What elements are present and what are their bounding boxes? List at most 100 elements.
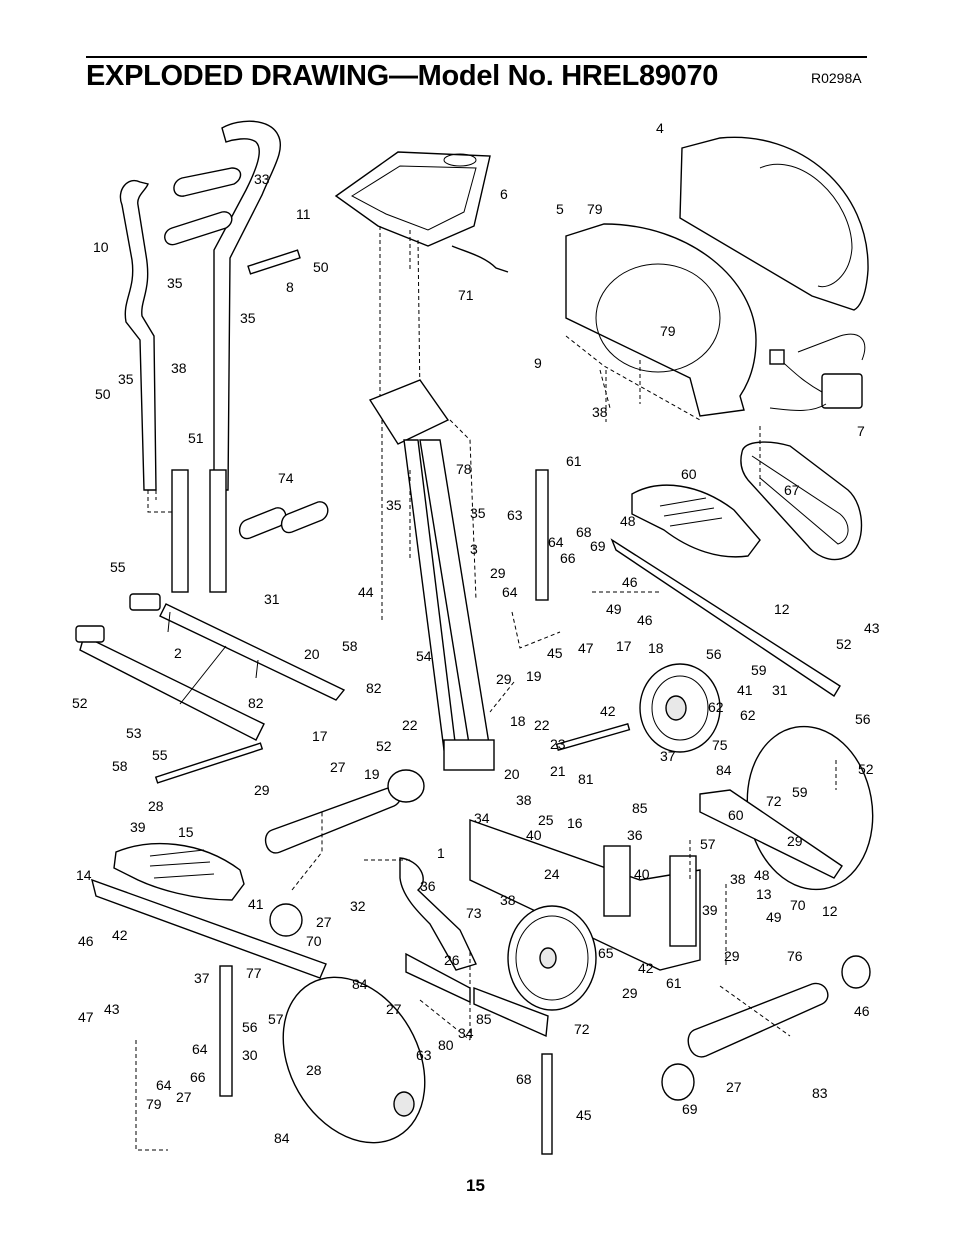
callout-label: 72 <box>574 1021 590 1037</box>
callout-labels: 4 33 6 11 5 79 10 50 8 35 71 9 35 38 79 … <box>72 120 880 1146</box>
callout-label: 10 <box>93 239 109 255</box>
callout-label: 56 <box>706 646 722 662</box>
callout-label: 24 <box>544 866 560 882</box>
cap-27-left <box>269 903 303 937</box>
callout-label: 13 <box>756 886 772 902</box>
right-arm-tube <box>213 120 282 491</box>
callout-label: 27 <box>176 1089 192 1105</box>
callout-label: 46 <box>622 574 638 590</box>
callout-label: 47 <box>78 1009 94 1025</box>
callout-label: 4 <box>656 120 664 136</box>
callout-label: 17 <box>616 638 632 654</box>
callout-label: 52 <box>858 761 874 777</box>
ac-adapter <box>821 373 863 409</box>
crank-pole-lower <box>219 965 233 1097</box>
callout-label: 17 <box>312 728 328 744</box>
foam-grip-b <box>281 501 329 534</box>
callout-label: 29 <box>724 948 740 964</box>
callout-label: 3 <box>470 541 478 557</box>
console <box>334 151 491 247</box>
callout-label: 40 <box>634 866 650 882</box>
roller-30-upper <box>264 786 402 854</box>
callout-label: 50 <box>95 386 111 402</box>
callout-label: 44 <box>358 584 374 600</box>
callout-label: 46 <box>854 1003 870 1019</box>
callout-label: 37 <box>194 970 210 986</box>
frame-plate-b <box>669 855 697 947</box>
callout-label: 69 <box>682 1101 698 1117</box>
roller-30-lower <box>687 982 829 1058</box>
callout-label: 79 <box>660 323 676 339</box>
bar-83 <box>541 1053 553 1155</box>
handle-axle <box>247 249 301 275</box>
callout-label: 49 <box>766 909 782 925</box>
callout-label: 15 <box>178 824 194 840</box>
callout-label: 68 <box>516 1071 532 1087</box>
callout-label: 49 <box>606 601 622 617</box>
callout-label: 79 <box>587 201 603 217</box>
callout-label: 29 <box>490 565 506 581</box>
callout-label: 20 <box>504 766 520 782</box>
callout-label: 46 <box>78 933 94 949</box>
left-pedal-arm <box>91 878 327 979</box>
callout-label: 34 <box>474 810 490 826</box>
callout-label: 55 <box>110 559 126 575</box>
callout-label: 52 <box>72 695 88 711</box>
cap-27-lower <box>661 1063 695 1101</box>
callout-label: 62 <box>740 707 756 723</box>
callout-label: 27 <box>386 1001 402 1017</box>
callout-label: 19 <box>526 668 542 684</box>
callout-label: 31 <box>772 682 788 698</box>
callout-label: 19 <box>364 766 380 782</box>
callout-label: 64 <box>156 1077 172 1093</box>
callout-label: 82 <box>248 695 264 711</box>
callout-label: 27 <box>726 1079 742 1095</box>
callout-label: 55 <box>152 747 168 763</box>
callout-label: 7 <box>857 423 865 439</box>
page-number: 15 <box>466 1176 485 1195</box>
callout-label: 37 <box>660 748 676 764</box>
callout-label: 84 <box>716 762 732 778</box>
callout-label: 33 <box>254 171 270 187</box>
callout-label: 45 <box>547 645 563 661</box>
callout-label: 56 <box>242 1019 258 1035</box>
callout-label: 43 <box>104 1001 120 1017</box>
foam-grip-a <box>239 507 287 540</box>
callout-label: 63 <box>507 507 523 523</box>
callout-label: 45 <box>576 1107 592 1123</box>
callout-label: 69 <box>590 538 606 554</box>
callout-label: 35 <box>470 505 486 521</box>
callout-label: 5 <box>556 201 564 217</box>
callout-label: 23 <box>550 736 566 752</box>
main-frame <box>469 819 701 971</box>
callout-label: 60 <box>681 466 697 482</box>
right-pedal <box>631 484 761 558</box>
callout-label: 81 <box>578 771 594 787</box>
callout-label: 41 <box>737 682 753 698</box>
callout-label: 22 <box>534 717 550 733</box>
callout-label: 48 <box>754 867 770 883</box>
callout-label: 22 <box>402 717 418 733</box>
callout-label: 65 <box>598 945 614 961</box>
callout-label: 9 <box>534 355 542 371</box>
callout-label: 41 <box>248 896 264 912</box>
roller-axle <box>154 742 264 784</box>
callout-label: 28 <box>148 798 164 814</box>
callout-label: 29 <box>622 985 638 1001</box>
callout-label: 39 <box>702 902 718 918</box>
callout-label: 58 <box>342 638 358 654</box>
callout-label: 52 <box>376 738 392 754</box>
callout-label: 75 <box>712 737 728 753</box>
callout-label: 64 <box>548 534 564 550</box>
callout-label: 14 <box>76 867 92 883</box>
left-frame-rail <box>159 603 346 701</box>
left-frame-rail-b <box>79 635 265 741</box>
callout-label: 42 <box>638 960 654 976</box>
callout-label: 76 <box>787 948 803 964</box>
left-arm-tube <box>119 179 157 491</box>
callout-label: 67 <box>784 482 800 498</box>
callout-label: 71 <box>458 287 474 303</box>
callout-label: 12 <box>822 903 838 919</box>
callout-label: 11 <box>296 206 311 222</box>
header-rule <box>86 56 867 58</box>
